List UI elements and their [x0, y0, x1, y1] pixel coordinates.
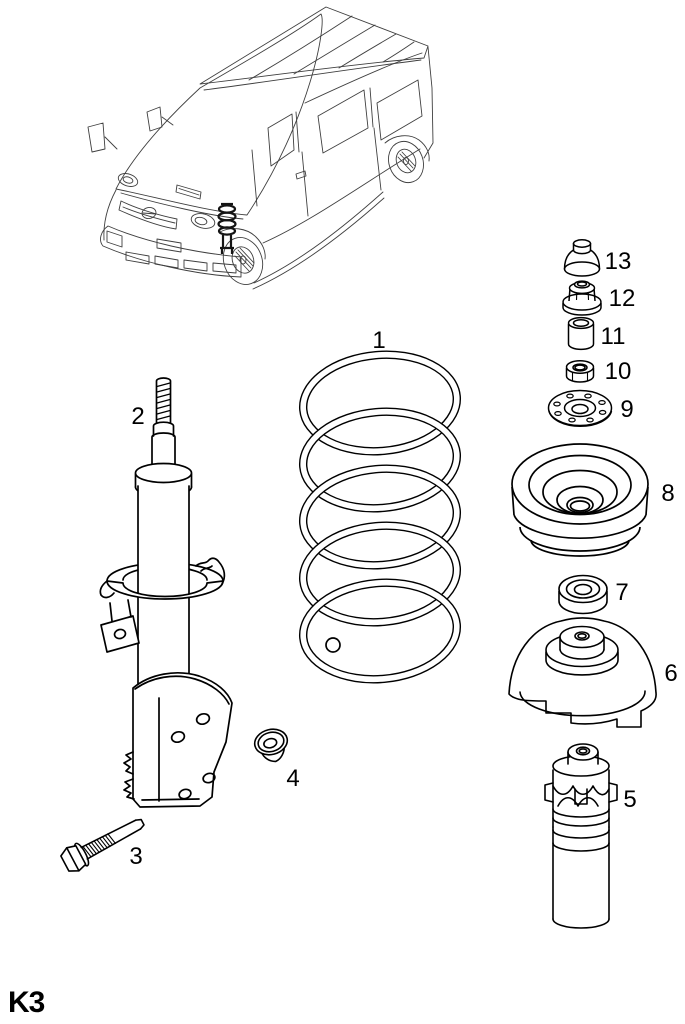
strut-location-marker — [217, 202, 237, 254]
van-headlight-left — [117, 173, 139, 187]
page-code: K3 — [8, 986, 45, 1019]
bump-stop — [544, 743, 618, 929]
strut-tube — [137, 485, 190, 685]
bolt — [60, 818, 145, 872]
van-illustration — [87, 6, 434, 290]
plug — [253, 728, 289, 763]
callout-8: 8 — [661, 480, 675, 507]
callout-10: 10 — [604, 358, 632, 385]
van-door-window — [317, 89, 369, 154]
coil-spring — [298, 350, 462, 684]
callout-12: 12 — [608, 285, 636, 312]
bearing — [558, 574, 608, 615]
strut-piston-rod — [155, 377, 172, 424]
callout-4: 4 — [286, 765, 300, 792]
callout-11: 11 — [600, 323, 626, 350]
van-roof — [199, 6, 429, 85]
spring-cap — [508, 617, 657, 728]
cap-cover — [563, 239, 601, 277]
callout-2: 2 — [131, 403, 145, 430]
flanged-nut — [562, 280, 602, 316]
callout-13: 13 — [604, 248, 632, 275]
van-mirror-far — [87, 122, 118, 153]
van-mirror-near — [146, 106, 174, 132]
strut-bracket-tab — [100, 615, 140, 653]
van-grille — [118, 200, 178, 230]
callout-7: 7 — [615, 579, 629, 606]
callout-5: 5 — [623, 786, 637, 813]
van-quarter-window — [376, 79, 423, 141]
callout-1: 1 — [372, 327, 386, 354]
van-front-wheel — [222, 237, 264, 285]
spacer-sleeve — [567, 316, 595, 351]
callout-6: 6 — [664, 660, 678, 687]
van-headlight-right — [190, 213, 216, 229]
hex-nut — [565, 360, 595, 383]
strut-assembly — [99, 377, 233, 808]
washer-plate — [547, 389, 613, 428]
strut-top-mount — [511, 443, 649, 557]
van-bumper — [100, 225, 242, 278]
van-windshield — [115, 13, 323, 216]
van-cab-window — [267, 113, 295, 167]
callout-3: 3 — [129, 843, 143, 870]
callout-9: 9 — [620, 396, 634, 423]
spring-wire-end — [325, 637, 341, 653]
van-rear-wheel — [388, 140, 424, 184]
van-badge — [141, 206, 157, 220]
